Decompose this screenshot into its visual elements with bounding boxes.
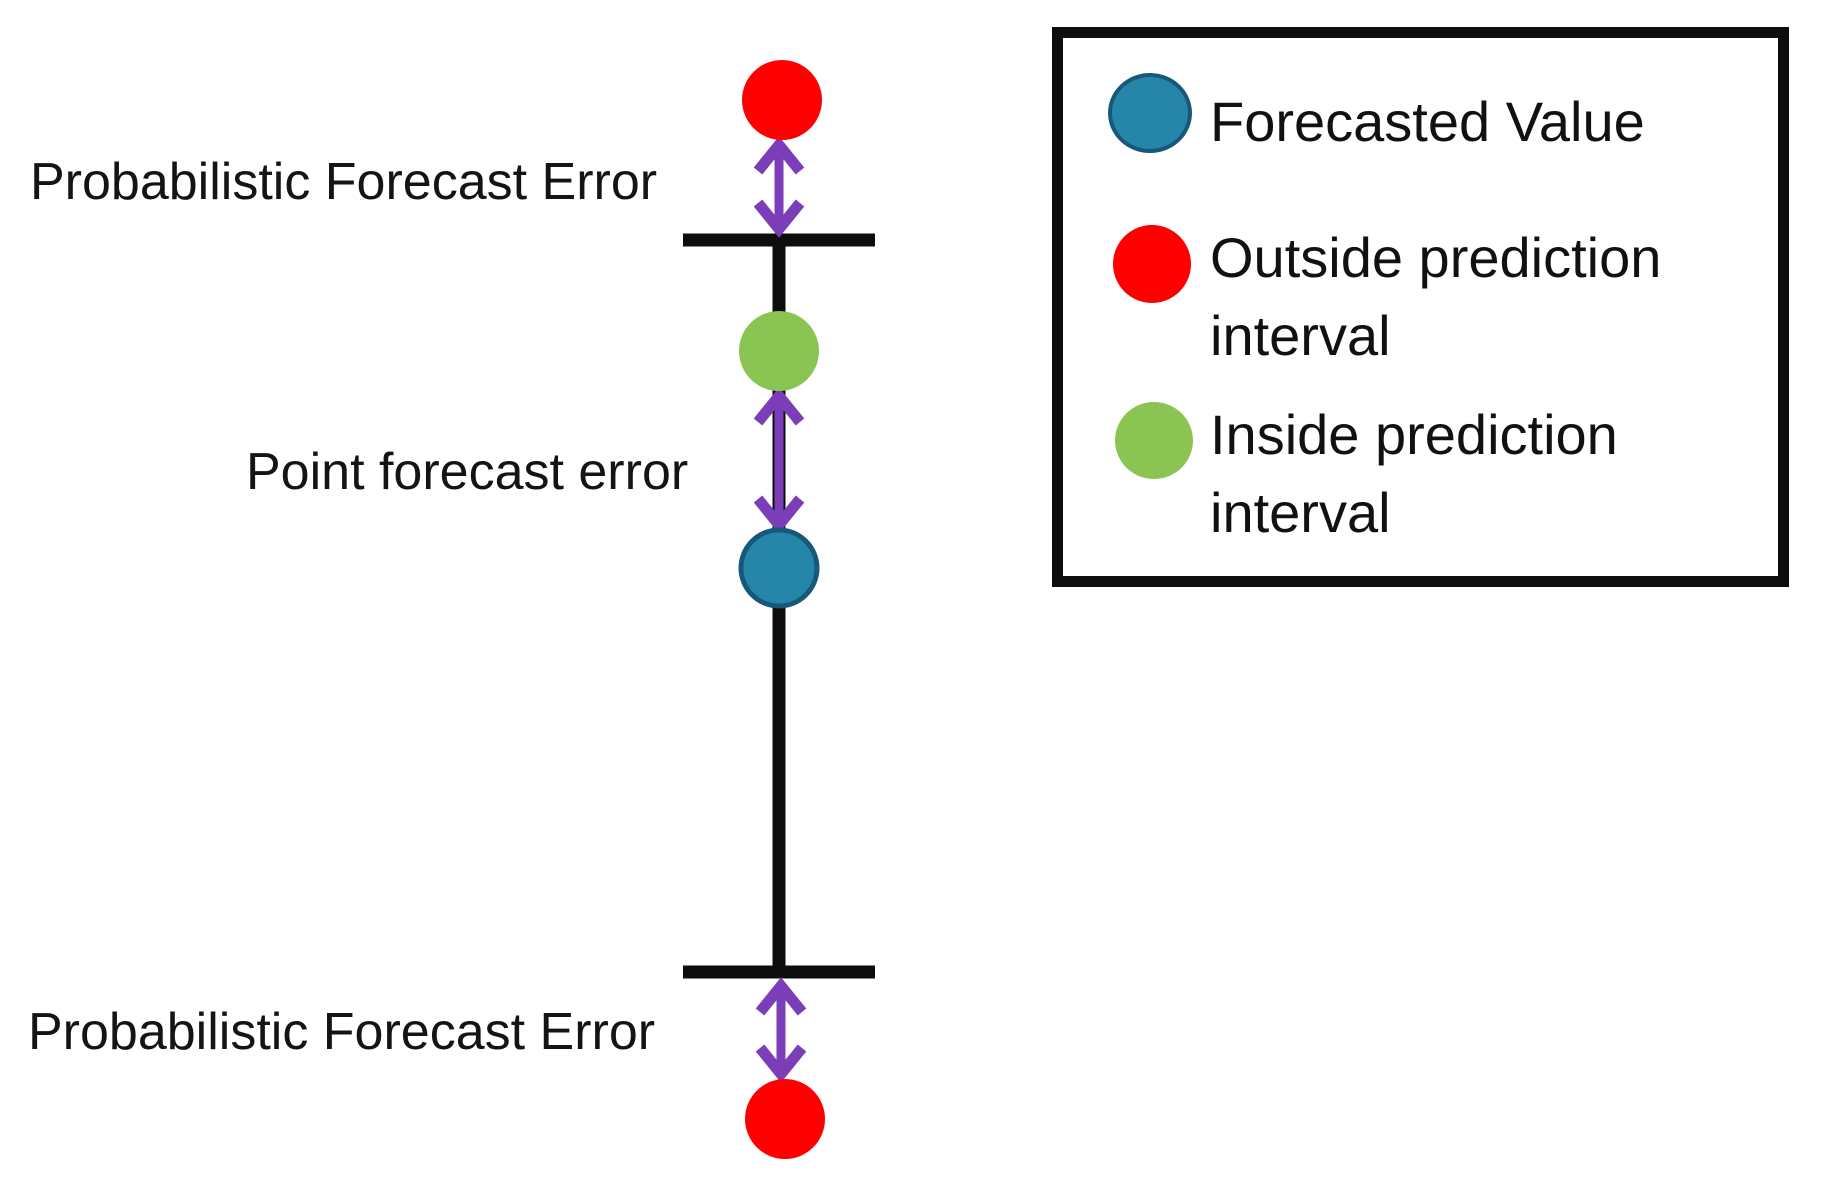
probabilistic-error-arrow-top bbox=[753, 136, 805, 238]
outside-interval-point-bottom bbox=[745, 1079, 825, 1159]
outside-interval-point-top bbox=[742, 60, 822, 140]
inside-interval-point bbox=[739, 311, 819, 391]
point-error-arrow bbox=[753, 387, 805, 534]
legend-label-line: Outside prediction bbox=[1210, 226, 1662, 289]
probabilistic-forecast-error-label-bottom: Probabilistic Forecast Error bbox=[28, 1003, 656, 1061]
point-forecast-error-label: Point forecast error bbox=[246, 443, 689, 501]
legend-box: Forecasted Value Outside prediction inte… bbox=[1052, 27, 1789, 587]
legend-label-line: interval bbox=[1210, 481, 1391, 544]
outside-interval-legend-icon bbox=[1113, 225, 1191, 303]
legend-label-line: Forecasted Value bbox=[1210, 90, 1645, 153]
probabilistic-error-arrow-bottom bbox=[755, 977, 807, 1083]
forecasted-value-point bbox=[738, 527, 820, 609]
legend-item-outside-interval: Outside prediction interval bbox=[1210, 219, 1661, 375]
legend-item-forecasted-value: Forecasted Value bbox=[1210, 83, 1645, 161]
legend-label-line: interval bbox=[1210, 304, 1391, 367]
legend-item-inside-interval: Inside prediction interval bbox=[1210, 396, 1618, 552]
probabilistic-forecast-error-label-top: Probabilistic Forecast Error bbox=[30, 153, 658, 211]
forecasted-value-legend-icon bbox=[1108, 73, 1192, 153]
inside-interval-legend-icon bbox=[1115, 402, 1193, 479]
legend-label-line: Inside prediction bbox=[1210, 403, 1618, 466]
